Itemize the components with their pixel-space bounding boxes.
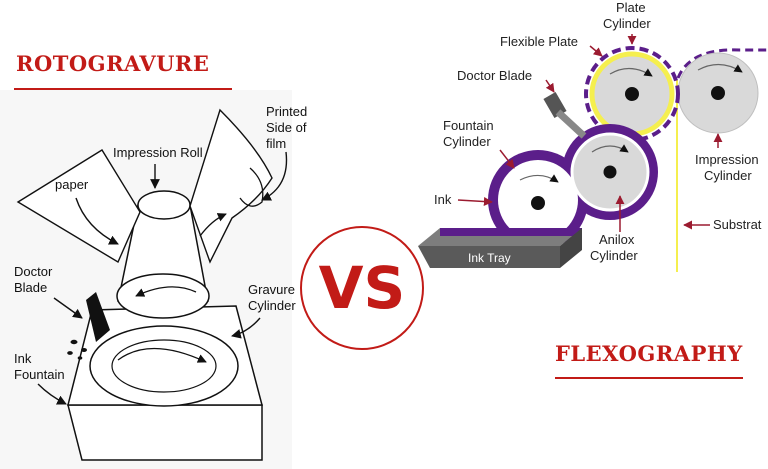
flexo-doctor-blade-label: Doctor Blade [457, 68, 532, 83]
fountain-cylinder-label-line2: Cylinder [443, 134, 491, 149]
substrate-web-dashed [676, 48, 768, 79]
rotogravure-title-underline [14, 88, 232, 90]
paper-arrow [75, 197, 119, 245]
ink-tray-label: Ink Tray [468, 251, 511, 265]
plate-cylinder-label-line2: Cylinder [603, 16, 651, 31]
rotogravure-diagram: Impression Roll paper Printed Side of fi… [0, 90, 307, 469]
impression-cylinder-label-line2: Cylinder [704, 168, 752, 183]
anilox-cylinder-label-line1: Anilox [599, 232, 635, 247]
flexo-doctor-blade [543, 91, 587, 139]
doctor-blade-shape [86, 292, 110, 342]
impression-roll [116, 190, 210, 319]
gravure-cylinder-arrow [231, 317, 261, 339]
vs-badge: VS [300, 226, 424, 350]
impression-roll-label: Impression Roll [113, 145, 203, 160]
ink-label: Ink [434, 192, 452, 207]
flexography-title-underline [555, 377, 743, 379]
gravure-rotation-arrow [117, 347, 207, 363]
paper-label: paper [55, 177, 89, 192]
printed-side-arrow [261, 151, 288, 201]
flexible-plate-label: Flexible Plate [500, 34, 578, 49]
impression-cylinder [677, 52, 759, 134]
impression-rotation-arrow [135, 286, 197, 297]
fountain-cylinder-arrow [499, 149, 515, 169]
gravure-cylinder-label-line2: Cylinder [248, 298, 296, 313]
plate-cylinder-label-line1: Plate [616, 0, 646, 15]
gravure-cylinder-label-line1: Gravure [248, 282, 295, 297]
substrate-label: Substrat [713, 217, 762, 232]
fountain-cylinder [498, 160, 578, 240]
impression-cylinder-label-line1: Impression [695, 152, 759, 167]
flexography-title: FLEXOGRAPHY [555, 341, 743, 366]
flexography-diagram: Ink Tray Plate Cylinder Flexible Plate D… [418, 0, 768, 272]
film-direction-arrow [199, 213, 227, 237]
ink-tray-shape [418, 228, 582, 268]
ink-fountain-label-line2: Fountain [14, 367, 65, 382]
printed-side-label-line3: film [266, 136, 286, 151]
doctor-blade-arrow-flexo [545, 79, 555, 93]
anilox-cylinder-label-line2: Cylinder [590, 248, 638, 263]
ink-fountain-arrow [37, 383, 67, 405]
ink-drops [67, 339, 87, 360]
doctor-blade-arrow [53, 297, 83, 319]
printed-side-label-line1: Printed [266, 104, 307, 119]
ink-fountain-label-line1: Ink [14, 351, 32, 366]
vs-label: VS [319, 254, 406, 322]
rotogravure-title: ROTOGRAVURE [16, 51, 210, 76]
doctor-blade-label-line1: Doctor [14, 264, 53, 279]
doctor-blade-label-line2: Blade [14, 280, 47, 295]
printed-side-label-line2: Side of [266, 120, 307, 135]
film-curl [239, 167, 264, 207]
fountain-cylinder-label-line1: Fountain [443, 118, 494, 133]
flexible-plate-arrow [589, 45, 603, 57]
anilox-cylinder [570, 132, 650, 212]
ink-arrow [457, 197, 493, 207]
gravure-cylinder [89, 325, 239, 407]
